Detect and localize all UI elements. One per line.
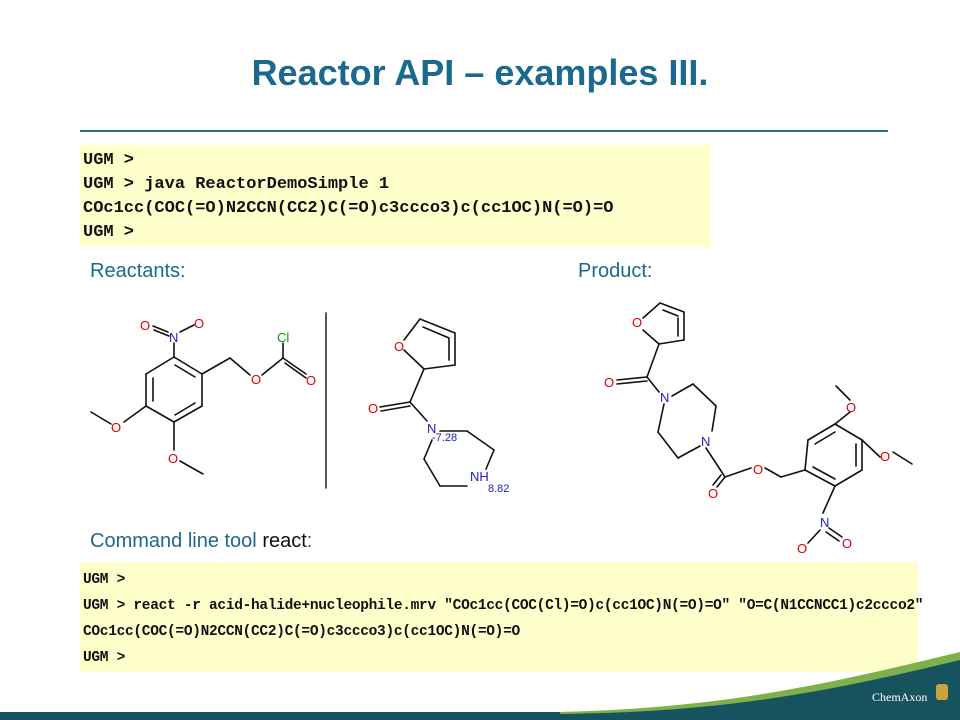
console-line: UGM > xyxy=(83,223,135,242)
atom-label: O xyxy=(604,375,614,390)
atom-label: O xyxy=(168,451,178,466)
atom-label: O xyxy=(632,315,642,330)
atom-label: N xyxy=(701,434,710,449)
reactant2-structure xyxy=(379,318,495,487)
atom-label: O xyxy=(880,449,890,464)
console-line: UGM > xyxy=(83,572,126,588)
atom-label: O xyxy=(797,541,807,556)
console-line: COc1cc(COC(=O)N2CCN(CC2)C(=O)c3ccco3)c(c… xyxy=(83,199,614,218)
command-word: react xyxy=(262,530,307,552)
console-output-bottom: UGM > UGM > react -r acid-halide+nucleop… xyxy=(80,562,924,672)
console-line: UGM > react -r acid-halide+nucleophile.m… xyxy=(83,598,924,614)
console-line: UGM > xyxy=(83,650,126,666)
atom-label: O xyxy=(251,372,261,387)
chemaxon-logo: ChemAxon xyxy=(872,690,928,704)
command-line-label: Command line tool react: xyxy=(90,530,312,553)
slide-title: Reactor API – examples III. xyxy=(251,52,709,93)
reactant1-structure xyxy=(90,324,307,475)
console-line: UGM > xyxy=(83,151,135,170)
atom-label: N xyxy=(660,390,669,405)
atom-label: O xyxy=(140,318,150,333)
chemaxon-emblem-icon xyxy=(936,684,948,700)
product-label: Product: xyxy=(578,260,653,282)
atom-label: O xyxy=(194,316,204,331)
atom-label: O xyxy=(708,486,718,501)
atom-label: N xyxy=(427,421,436,436)
pka-annotation-n: -7.28 xyxy=(432,432,457,444)
atom-label: NH xyxy=(470,469,489,484)
product-structure xyxy=(616,302,913,544)
atom-label: Cl xyxy=(277,330,289,345)
title-divider xyxy=(80,130,888,132)
console-line: UGM > java ReactorDemoSimple 1 xyxy=(83,175,390,194)
atom-label: N xyxy=(820,515,829,530)
console-line: COc1cc(COC(=O)N2CCN(CC2)C(=O)c3ccco3)c(c… xyxy=(83,624,520,640)
console-output-top: UGM > UGM > java ReactorDemoSimple 1 COc… xyxy=(80,145,711,247)
command-label-prefix: Command line tool xyxy=(90,530,263,552)
atom-label: O xyxy=(842,536,852,551)
atom-label: O xyxy=(753,462,763,477)
atom-label: O xyxy=(368,401,378,416)
atom-label: O xyxy=(394,339,404,354)
reactants-label: Reactants: xyxy=(90,260,186,282)
atom-label: O xyxy=(111,420,121,435)
footer-wave xyxy=(0,652,960,720)
atom-label: O xyxy=(306,373,316,388)
command-label-suffix: : xyxy=(306,530,313,552)
pka-annotation-nh: 8.82 xyxy=(488,483,509,495)
atom-label: N xyxy=(169,330,178,345)
atom-label: O xyxy=(846,400,856,415)
